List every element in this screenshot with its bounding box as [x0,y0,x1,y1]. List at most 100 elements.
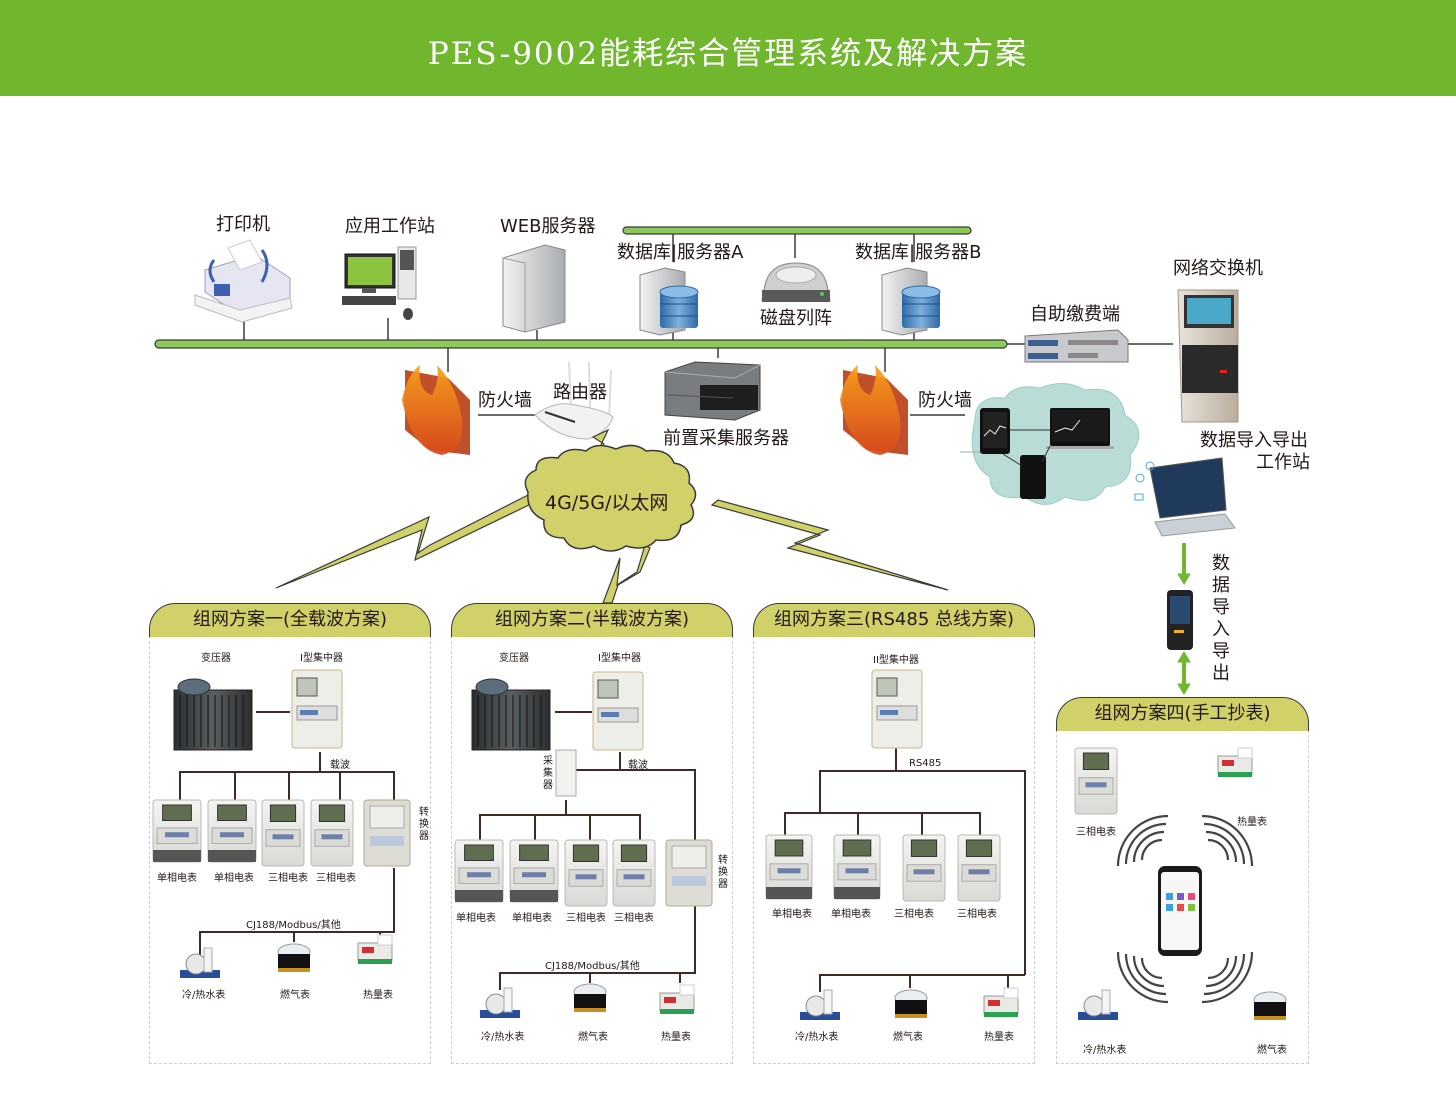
data-io-workstation-label-1: 数据导入导出 [1200,430,1308,451]
s2-heat-meter-icon [659,984,695,1014]
main-lan-bus [154,339,1025,349]
s1-meter-3: 三相电表 [268,873,308,884]
s2-link-label: 载波 [628,760,648,771]
s4-device-2: 热量表 [1237,817,1267,828]
s2-transformer-label: 变压器 [499,653,529,664]
link-cloud-scheme1 [275,494,537,589]
data-transfer-arrows [1177,543,1191,695]
s2-concentrator-label: I型集中器 [598,653,641,664]
s2-collector-label: 采集器 [543,756,553,791]
s3-three-phase-meter-1 [902,834,946,902]
scheme1-panel [149,636,431,1064]
s1-concentrator-label: I型集中器 [300,653,343,664]
s3-heat-meter-icon [983,987,1019,1017]
scheme4-title: 组网方案四(手工抄表) [1056,697,1309,731]
s3-meter-4: 三相电表 [957,909,997,920]
s1-meter-2: 单相电表 [214,873,254,884]
s2-three-phase-meter-2 [612,839,656,907]
firewall-left-icon [402,365,470,455]
s3-submeter-1: 冷/热水表 [795,1032,839,1043]
firewall-right-label: 防火墙 [918,390,972,411]
data-io-workstation-icon [1134,457,1236,537]
s2-single-phase-meter-1 [454,839,504,903]
firewall-left-label: 防火墙 [478,390,532,411]
s1-converter-icon [363,799,411,867]
self-service-label: 自助缴费端 [1030,304,1120,325]
s1-submeter-1: 冷/热水表 [182,990,226,1001]
network-switch-label: 网络交换机 [1173,258,1263,279]
s2-meter-1: 单相电表 [456,913,496,924]
s4-device-3: 冷/热水表 [1083,1045,1127,1056]
web-server-label: WEB服务器 [500,216,596,237]
s4-water-meter-icon [1078,989,1118,1020]
scheme4-panel [1056,730,1309,1064]
database-server-a-icon [639,267,699,336]
s1-meter-1: 单相电表 [157,873,197,884]
bus-drop-lines [243,318,1173,416]
scheme1-title: 组网方案一(全载波方案) [149,603,431,637]
s3-meter-3: 三相电表 [894,909,934,920]
s3-submeter-3: 热量表 [984,1032,1014,1043]
db-server-a-label: 数据库|服务器A [617,242,744,263]
network-switch-icon [1024,329,1129,363]
data-io-vertical-label: 数据导入导出 [1212,553,1230,684]
storage-bus [622,226,972,262]
front-server-label: 前置采集服务器 [663,428,789,449]
s4-three-phase-meter-icon [1074,747,1118,815]
s1-submeter-3: 热量表 [363,990,393,1001]
s1-meter-4: 三相电表 [316,873,356,884]
handheld-terminal-icon [1167,590,1193,650]
s4-device-4: 燃气表 [1257,1045,1287,1056]
scheme4-wireless-waves [1116,814,1254,1004]
disk-array-label: 磁盘列阵 [760,308,832,329]
s3-gas-meter-icon [894,989,928,1018]
network-cloud [524,444,697,552]
s3-meter-1: 单相电表 [772,909,812,920]
s1-heat-meter-icon [357,934,393,964]
s1-link-label: 载波 [330,760,350,771]
router-label: 路由器 [553,382,607,403]
firewall-right-icon [840,365,908,455]
s3-three-phase-meter-2 [957,834,1001,902]
s2-concentrator-icon [592,671,644,751]
s4-gas-meter-icon [1253,991,1287,1020]
mobile-terminals-cloud [960,383,1140,505]
s2-bus-label: CJ188/Modbus/其他 [545,961,640,972]
scheme2-title: 组网方案二(半载波方案) [451,603,733,637]
router-icon [534,361,614,440]
database-server-b-icon [881,267,941,336]
s1-three-phase-meter-1 [261,799,305,867]
s1-converter-label: 转换器 [419,807,429,842]
s1-transformer-icon [173,678,253,751]
scheme3-wiring [784,745,1026,992]
web-server-icon [502,244,566,333]
scheme2-panel [451,636,733,1064]
s4-device-1: 三相电表 [1076,827,1116,838]
s3-water-meter-icon [800,989,840,1020]
s1-three-phase-meter-2 [310,799,354,867]
s3-link-label: RS485 [909,758,942,769]
s1-transformer-label: 变压器 [201,653,231,664]
workstation-icon [342,246,417,320]
s3-meter-2: 单相电表 [831,909,871,920]
smartphone-icon [1158,866,1202,956]
s2-meter-2: 单相电表 [512,913,552,924]
link-cloud-scheme2 [602,544,651,604]
s2-meter-4: 三相电表 [614,913,654,924]
s4-heat-meter-icon [1217,747,1253,777]
s2-submeter-2: 燃气表 [578,1032,608,1043]
network-cloud-label: 4G/5G/以太网 [545,492,669,514]
disk-array-icon [761,262,831,302]
s2-transformer-icon [471,678,551,751]
s1-submeter-2: 燃气表 [280,990,310,1001]
data-io-workstation-label-2: 工作站 [1256,452,1310,473]
s3-concentrator-icon [871,669,923,749]
s1-single-phase-meter-2 [207,799,257,863]
self-service-kiosk-icon [1177,289,1239,423]
s2-single-phase-meter-2 [509,839,559,903]
s2-submeter-3: 热量表 [661,1032,691,1043]
s1-gas-meter-icon [277,943,311,972]
s1-bus-label: CJ188/Modbus/其他 [246,920,341,931]
front-collection-server-icon [664,361,761,421]
